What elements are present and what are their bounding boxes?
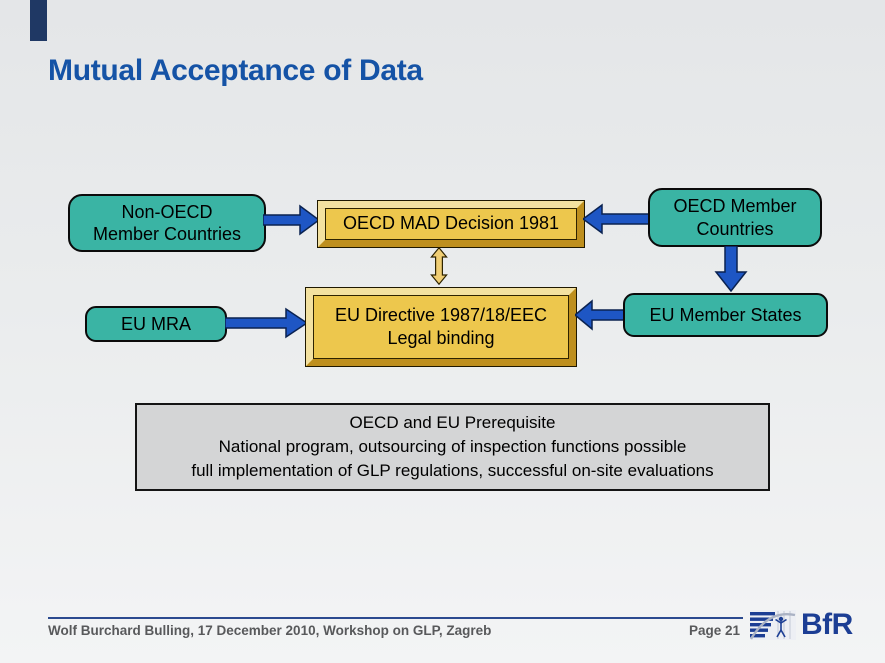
eu-member-states-box: EU Member States [623, 293, 828, 337]
prerequisite-line: OECD and EU Prerequisite [349, 413, 556, 433]
eu-mra-box: EU MRA [85, 306, 227, 342]
box-label-line: Countries [696, 218, 774, 239]
box-label-line: Member Countries [92, 224, 242, 244]
template-corner-bar [30, 0, 47, 41]
footer-divider [48, 617, 743, 619]
arrow-down-icon [714, 246, 748, 292]
footer-credit: Wolf Burchard Bulling, 17 December 2010,… [48, 623, 492, 638]
bfr-logo-icon [750, 610, 796, 640]
box-label: EU Member States [649, 304, 802, 325]
prerequisite-line: full implementation of GLP regulations, … [191, 460, 714, 480]
gold-box-bevel: OECD MAD Decision 1981 [318, 201, 584, 247]
bfr-logo-text: BfR [801, 608, 853, 641]
arrow-left-icon [583, 203, 649, 235]
arrow-right-icon [225, 307, 307, 339]
box-label-line: Legal binding [387, 328, 495, 348]
slide-title: Mutual Acceptance of Data [48, 54, 423, 87]
box-label: EU MRA [120, 313, 191, 334]
non-oecd-member-countries-box: Non-OECD Member Countries [68, 194, 266, 252]
box-label-line: Non-OECD [121, 201, 213, 222]
prerequisite-line: National program, outsourcing of inspect… [218, 437, 687, 457]
bfr-logo: BfR [750, 610, 853, 640]
box-label-line: EU Directive 1987/18/EEC [334, 304, 548, 325]
box-label: OECD Member Countries [673, 195, 796, 240]
box-label: Non-OECD Member Countries [93, 201, 241, 246]
box-label: OECD MAD Decision 1981 [342, 213, 560, 234]
gold-box-face: EU Directive 1987/18/EEC Legal binding [313, 295, 569, 359]
arrow-right-icon [263, 204, 319, 236]
oecd-mad-decision-box: OECD MAD Decision 1981 [317, 200, 585, 248]
double-arrow-vertical-icon [430, 247, 448, 285]
page-number: Page 21 [688, 623, 740, 638]
arrow-left-icon [575, 299, 625, 331]
eu-directive-box: EU Directive 1987/18/EEC Legal binding [305, 287, 577, 367]
gold-box-face: OECD MAD Decision 1981 [325, 208, 577, 240]
oecd-member-countries-box: OECD Member Countries [648, 188, 822, 247]
box-label-line: OECD Member [673, 196, 797, 216]
prerequisite-box: OECD and EU Prerequisite National progra… [135, 403, 770, 491]
gold-box-bevel: EU Directive 1987/18/EEC Legal binding [306, 288, 576, 366]
